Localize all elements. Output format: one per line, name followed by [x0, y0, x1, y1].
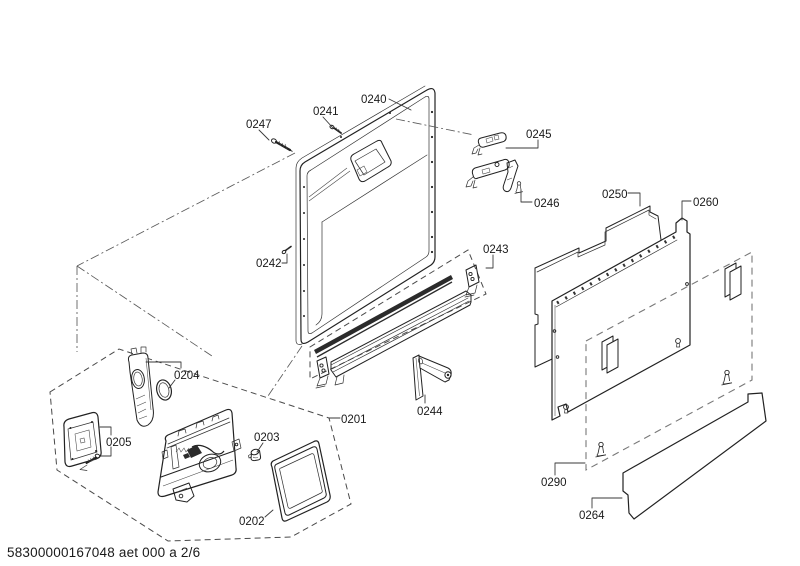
keyhole-slot	[675, 338, 681, 348]
dispenser-bottom-bracket	[172, 482, 195, 503]
part-0205-cover-plate	[63, 411, 102, 471]
screw-holes	[303, 110, 434, 317]
fastening-clip-icon	[595, 441, 607, 458]
part-label-0245: 0245	[526, 129, 552, 141]
part-label-0244: 0244	[417, 406, 443, 418]
part-label-0203: 0203	[254, 432, 280, 444]
fastening-clip-icon	[721, 369, 733, 386]
dispenser-opening	[350, 139, 392, 183]
part-label-0246: 0246	[534, 198, 560, 210]
part-0247-screw	[271, 138, 293, 152]
part-label-0260: 0260	[693, 197, 719, 209]
part-0240-inner-door-panel	[295, 85, 436, 345]
part-label-0240: 0240	[361, 94, 387, 106]
projection-lines	[76, 152, 303, 397]
part-0290-door-panel-phantom	[585, 251, 753, 471]
part-dispenser-assembly	[157, 408, 242, 503]
part-0241-screw	[329, 124, 342, 134]
part-label-0250: 0250	[602, 189, 628, 201]
part-label-0205: 0205	[106, 437, 132, 449]
part-0202-dispenser-frame	[270, 440, 331, 522]
part-0243-bottom-seal-assembly	[309, 249, 487, 389]
part-0203-cap	[248, 448, 262, 462]
part-label-0202: 0202	[239, 516, 265, 528]
damping-pad	[724, 262, 742, 301]
part-label-0241: 0241	[313, 106, 339, 118]
part-label-0201: 0201	[341, 414, 367, 426]
end-bracket-right	[464, 264, 480, 298]
detail-view-boundary	[49, 348, 352, 542]
end-bracket-left	[315, 356, 330, 389]
part-label-0264: 0264	[579, 510, 605, 522]
document-number: 58300000167048 aet 000 a 2/6	[7, 545, 200, 560]
part-0246-door-lock	[465, 158, 524, 194]
o-ring-seal	[155, 379, 173, 401]
bottom-channel-profile	[330, 290, 472, 386]
lock-clip-icon	[514, 181, 524, 194]
part-0242-screw	[281, 245, 292, 255]
part-0264-base-panel	[622, 392, 767, 520]
part-label-0243: 0243	[483, 244, 509, 256]
part-0204-vent-with-seal	[127, 346, 173, 427]
part-0245-latch-cover	[471, 132, 507, 156]
part-label-0290: 0290	[541, 477, 567, 489]
label-leader-lines	[99, 98, 692, 518]
part-0244-hinge-lever	[412, 354, 452, 401]
keyhole-slot	[563, 404, 569, 414]
part-labels: 0247 0241 0240 0245 0246 0250 0260 0242 …	[106, 94, 719, 528]
part-label-0247: 0247	[246, 119, 272, 131]
part-0205-screw	[79, 453, 101, 471]
projection-line-latch	[395, 118, 475, 136]
part-label-0204: 0204	[174, 370, 200, 382]
part-label-0242: 0242	[256, 258, 282, 270]
damping-pad	[601, 335, 619, 374]
